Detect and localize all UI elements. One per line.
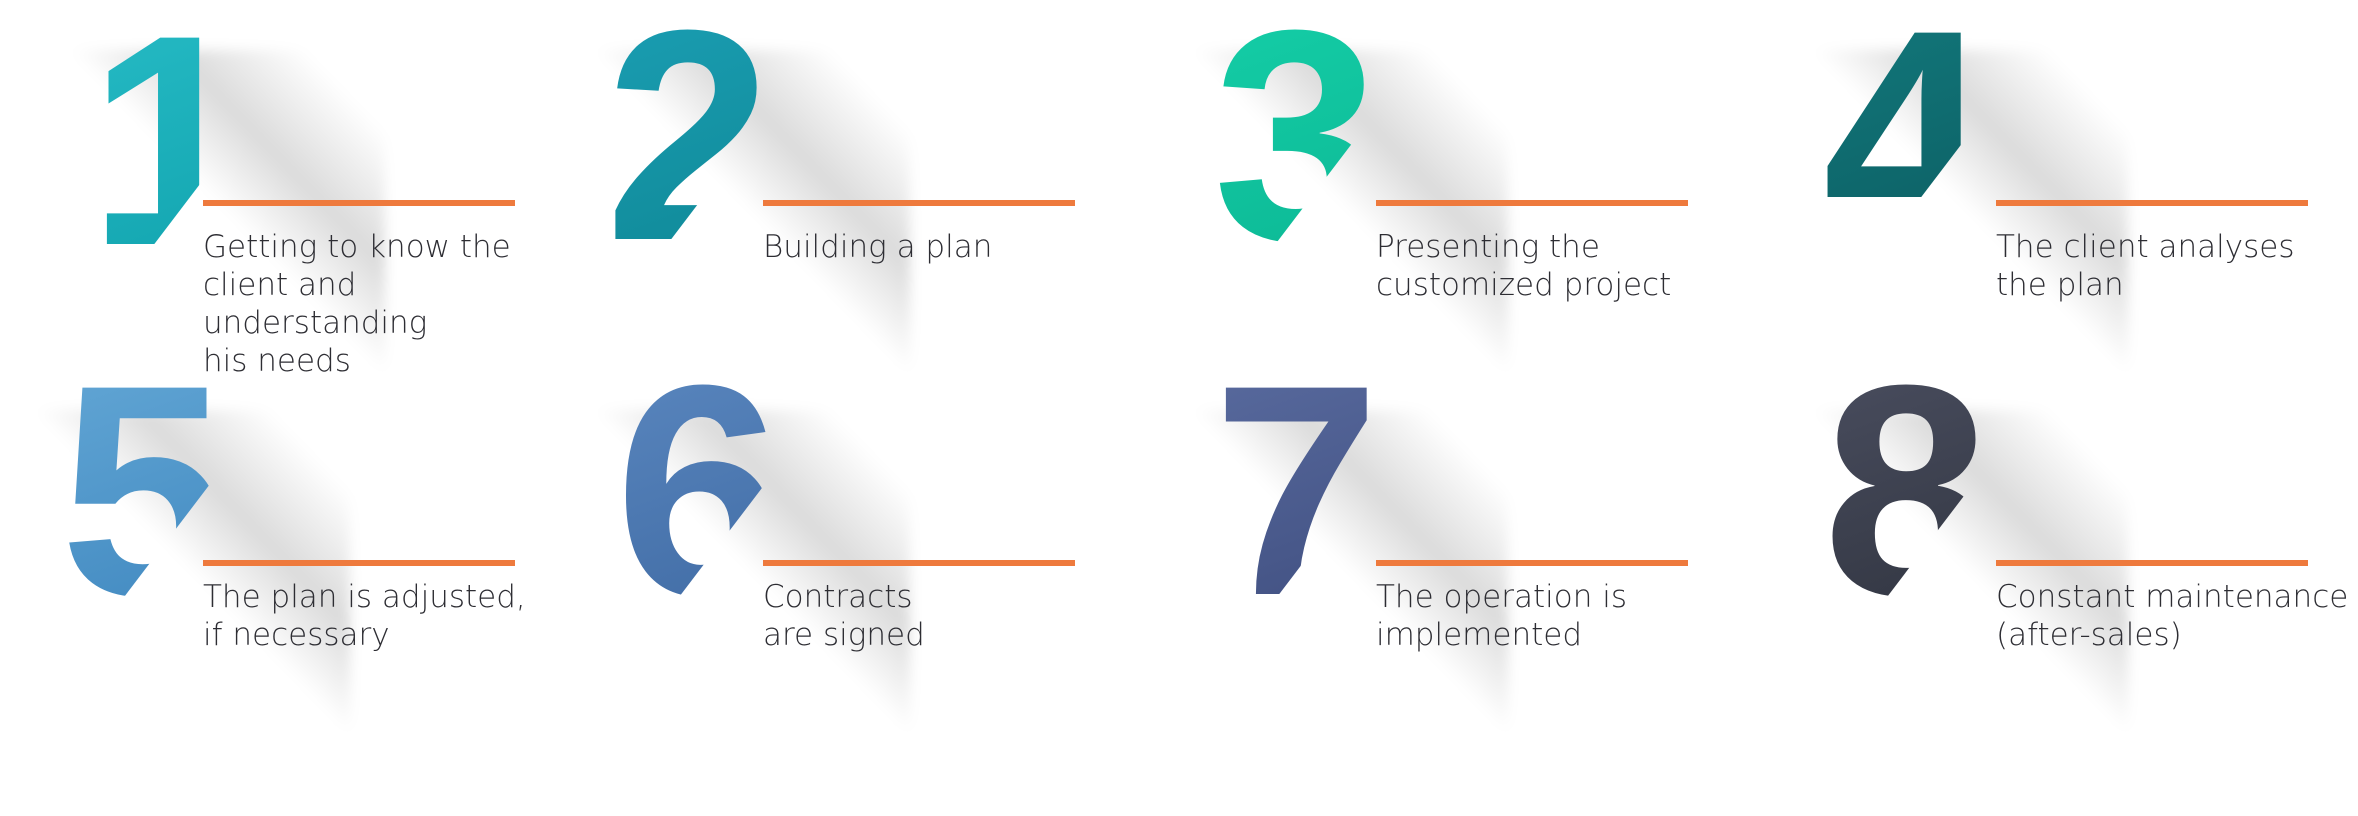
step-6: 6 Contracts are signed <box>580 340 1180 750</box>
step-4: 4 The client analyses the plan <box>1798 0 2358 390</box>
step-divider-line <box>1996 560 2308 566</box>
step-number: 5 <box>60 322 217 658</box>
step-7: 7 The operation is implemented <box>1178 340 1793 750</box>
step-3: 3 Presenting the customized project <box>1178 0 1793 390</box>
step-divider-line <box>763 560 1075 566</box>
step-label: Getting to know the client and understan… <box>203 229 511 379</box>
step-label: Presenting the customized project <box>1376 229 1672 303</box>
step-divider-line <box>763 200 1075 206</box>
step-number: 7 <box>1213 322 1370 658</box>
step-divider-line <box>1376 560 1688 566</box>
step-label: Contracts are signed <box>763 579 925 653</box>
step-number: 4 <box>1823 0 1980 285</box>
step-divider-line <box>1996 200 2308 206</box>
step-number: 3 <box>1213 0 1370 285</box>
step-divider-line <box>203 560 515 566</box>
step-5: 5 The plan is adjusted, if necessary <box>20 340 620 750</box>
step-divider-line <box>1376 200 1688 206</box>
step-label: The client analyses the plan <box>1996 229 2295 303</box>
step-label: Building a plan <box>763 229 993 265</box>
step-number: 2 <box>605 0 762 285</box>
step-1: 1 Getting to know the client and underst… <box>55 0 620 390</box>
step-label: The operation is implemented <box>1376 579 1627 653</box>
step-label: The plan is adjusted, if necessary <box>203 579 526 653</box>
step-divider-line <box>203 200 515 206</box>
step-2: 2 Building a plan <box>580 0 1180 390</box>
step-label: Constant maintenance (after-sales) <box>1996 579 2349 653</box>
step-number: 6 <box>615 322 772 658</box>
step-number: 8 <box>1823 322 1980 658</box>
step-8: 8 Constant maintenance (after-sales) <box>1798 340 2358 750</box>
